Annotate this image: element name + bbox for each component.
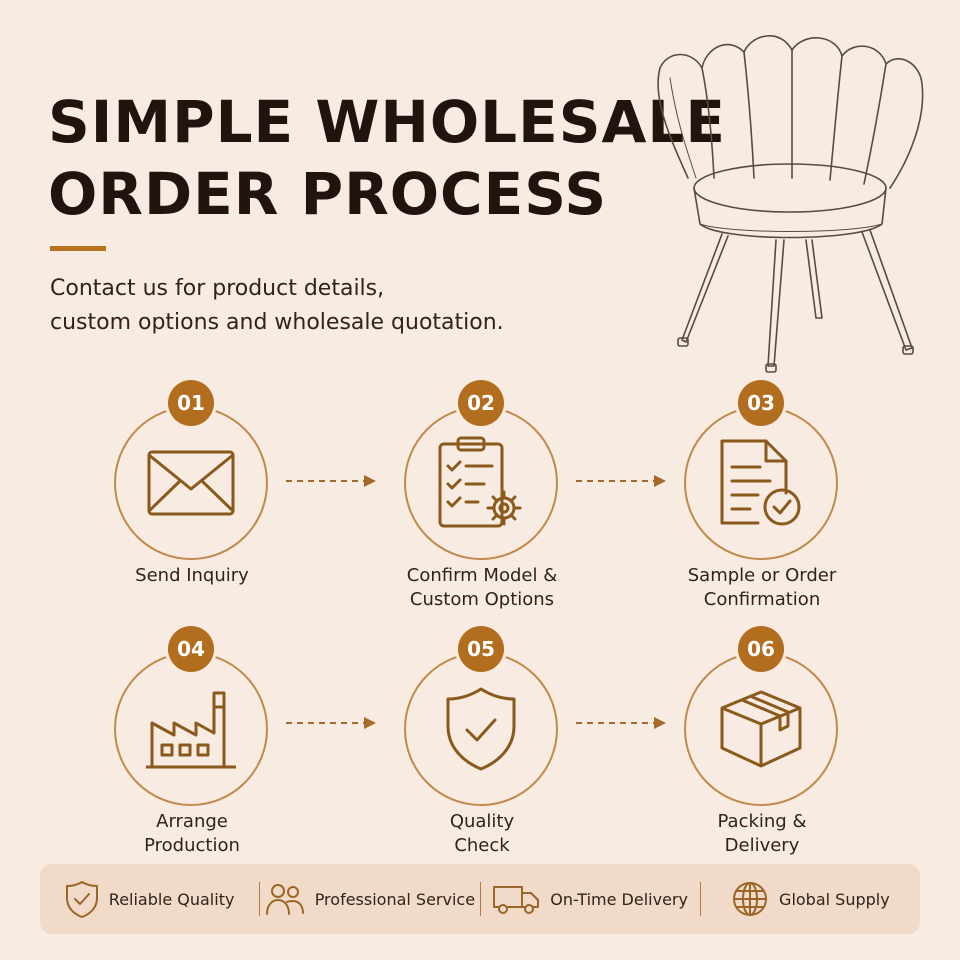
step-label: Send Inquiry [72, 564, 312, 588]
box-icon [720, 690, 802, 768]
step-label-line-2: Check [454, 835, 510, 856]
step-label: Packing & Delivery [642, 810, 882, 858]
feature-bar: Reliable Quality Professional Service On… [40, 864, 920, 934]
shield-check-icon [446, 687, 516, 771]
truck-icon [493, 886, 540, 914]
feature-on-time-delivery: On-Time Delivery [481, 883, 700, 915]
step-label-line-1: Sample or Order [687, 565, 837, 586]
step-number-badge: 03 [738, 380, 784, 426]
envelope-icon [147, 450, 235, 516]
arrow-step2-to-step3 [576, 475, 666, 487]
step-label: Quality Check [362, 810, 602, 858]
step-label-line-2: Delivery [724, 835, 800, 856]
step-circle [114, 652, 268, 806]
arrow-step5-to-step6 [576, 717, 666, 729]
people-icon [265, 884, 304, 915]
step-number-badge: 01 [168, 380, 214, 426]
feature-label: Professional Service [314, 889, 476, 909]
feature-reliable-quality: Reliable Quality [40, 880, 259, 918]
step-circle [684, 406, 838, 560]
feature-label: Global Supply [779, 889, 890, 909]
subtitle-line-1: Contact us for product details, [50, 276, 385, 301]
page-title: SIMPLE WHOLESALE ORDER PROCESS [48, 86, 726, 230]
step-label-line-1: Packing & [717, 811, 807, 832]
title-line-1: SIMPLE WHOLESALE [48, 88, 726, 156]
step-number-badge: 05 [458, 626, 504, 672]
step-number-badge: 04 [168, 626, 214, 672]
step-label-line-1: Quality [449, 811, 515, 832]
subtitle-line-2: custom options and wholesale quotation. [50, 310, 504, 335]
step-label-line-2: Production [144, 835, 240, 856]
step-label: Sample or Order Confirmation [642, 564, 882, 612]
chair-illustration [657, 35, 924, 373]
divider [259, 882, 261, 916]
step-label-line-2: Confirmation [703, 589, 821, 610]
step-circle [114, 406, 268, 560]
factory-icon [146, 691, 236, 769]
arrow-step1-to-step2 [286, 475, 376, 487]
step-circle [404, 406, 558, 560]
subtitle: Contact us for product details, custom o… [50, 272, 504, 340]
step-label-line-1: Confirm Model & [406, 565, 558, 586]
title-line-2: ORDER PROCESS [48, 160, 608, 228]
step-label-line-2: Custom Options [409, 589, 555, 610]
clipboard-gear-icon [438, 436, 522, 528]
step-circle [404, 652, 558, 806]
document-check-icon [720, 439, 801, 526]
feature-professional-service: Professional Service [260, 882, 479, 916]
divider [699, 882, 701, 916]
feature-global-supply: Global Supply [701, 880, 920, 918]
feature-label: On-Time Delivery [550, 889, 688, 909]
arrow-step4-to-step5 [286, 717, 376, 729]
globe-icon [733, 882, 768, 916]
step-circle [684, 652, 838, 806]
step-label: Arrange Production [72, 810, 312, 858]
feature-label: Reliable Quality [108, 889, 235, 909]
step-label: Confirm Model & Custom Options [362, 564, 602, 612]
shield-check-icon [65, 881, 98, 918]
step-label-line-1: Send Inquiry [135, 565, 249, 586]
step-label-line-1: Arrange [156, 811, 228, 832]
step-number-badge: 06 [738, 626, 784, 672]
divider [479, 882, 481, 916]
title-accent-line [50, 246, 106, 251]
step-number-badge: 02 [458, 380, 504, 426]
